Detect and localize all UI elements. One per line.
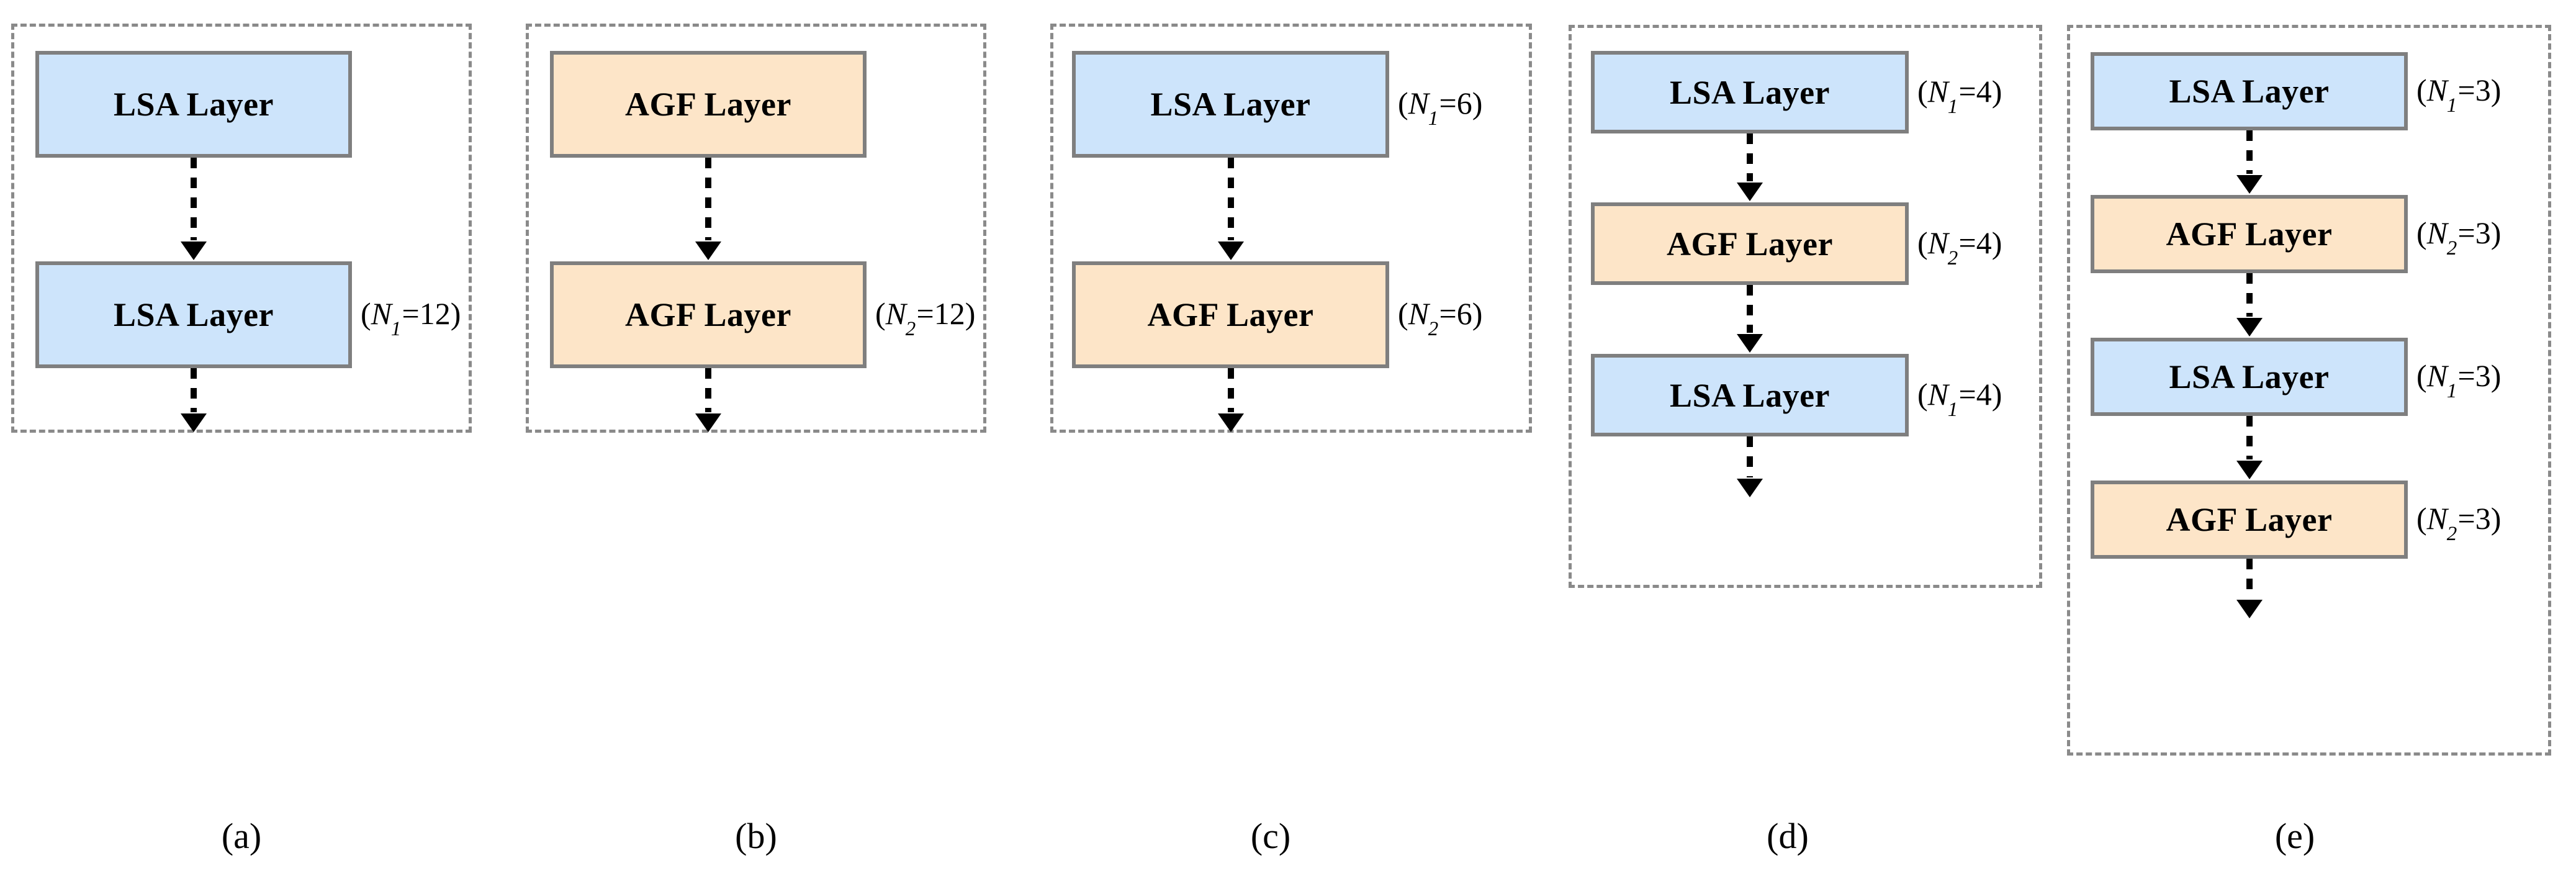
layer-box-label: AGF Layer <box>1667 225 1833 263</box>
layer-box-a-2-lsa[interactable]: LSA Layer <box>35 261 352 368</box>
count-label-d-2: (N2=4) <box>1917 225 2002 269</box>
layer-box-label: LSA Layer <box>113 86 274 123</box>
panel-caption-c: (c) <box>1250 816 1291 856</box>
panel-frame-a <box>11 24 472 433</box>
arrow-head-icon <box>2236 318 2263 336</box>
arrow-shaft <box>705 368 711 412</box>
count-label-e-4: (N2=3) <box>2416 501 2502 546</box>
arrow-shaft <box>191 158 197 240</box>
layer-box-e-2-agf[interactable]: AGF Layer <box>2091 195 2408 273</box>
arrow-shaft <box>2246 559 2253 598</box>
arrow-head-icon <box>1737 183 1763 201</box>
layer-box-e-4-agf[interactable]: AGF Layer <box>2091 481 2408 559</box>
layer-box-label: LSA Layer <box>1150 86 1311 123</box>
panel-frame-b <box>526 24 986 433</box>
arrow-shaft <box>1227 158 1234 240</box>
layer-box-label: AGF Layer <box>2166 501 2333 538</box>
layer-box-label: LSA Layer <box>1669 376 1831 414</box>
arrow-head-icon <box>2236 175 2263 194</box>
arrow-shaft <box>2246 416 2253 459</box>
arrow-shaft <box>2246 130 2253 174</box>
arrow-head-icon <box>1217 242 1244 260</box>
count-label-d-1: (N1=4) <box>1917 73 2002 118</box>
count-label-b-2: (N2=12) <box>875 296 976 341</box>
arrow-head-icon <box>1737 334 1763 353</box>
layer-box-a-1-lsa[interactable]: LSA Layer <box>35 51 352 158</box>
arrow-head-icon <box>1217 413 1244 432</box>
layer-box-e-3-lsa[interactable]: LSA Layer <box>2091 338 2408 416</box>
panel-caption-d: (d) <box>1767 816 1809 856</box>
layer-box-label: LSA Layer <box>1669 73 1831 111</box>
layer-box-label: AGF Layer <box>625 86 791 123</box>
arrow-head-icon <box>695 413 721 432</box>
panel-frame-d <box>1569 25 2042 588</box>
count-label-e-3: (N1=3) <box>2416 358 2502 403</box>
layer-box-c-1-lsa[interactable]: LSA Layer <box>1072 51 1389 158</box>
layer-box-label: LSA Layer <box>2169 358 2330 395</box>
count-label-e-1: (N1=3) <box>2416 73 2502 117</box>
panel-caption-b: (b) <box>735 816 777 856</box>
layer-box-b-2-agf[interactable]: AGF Layer <box>550 261 867 368</box>
arrow-shaft <box>1747 285 1753 333</box>
count-label-c-2: (N2=6) <box>1398 296 1483 341</box>
layer-box-label: AGF Layer <box>2166 215 2333 253</box>
layer-box-b-1-agf[interactable]: AGF Layer <box>550 51 867 158</box>
layer-box-label: AGF Layer <box>625 296 791 333</box>
arrow-shaft <box>1747 436 1753 477</box>
panel-frame-e <box>2067 25 2551 756</box>
count-label-c-1: (N1=6) <box>1398 86 1483 130</box>
arrow-head-icon <box>2236 600 2263 618</box>
layer-box-label: LSA Layer <box>2169 73 2330 110</box>
layer-box-d-1-lsa[interactable]: LSA Layer <box>1591 51 1909 133</box>
layer-box-label: AGF Layer <box>1147 296 1314 333</box>
arrow-shaft <box>2246 273 2253 317</box>
panel-frame-c <box>1050 24 1532 433</box>
layer-box-c-2-agf[interactable]: AGF Layer <box>1072 261 1389 368</box>
count-label-e-2: (N2=3) <box>2416 215 2502 260</box>
layer-box-label: LSA Layer <box>113 296 274 333</box>
arrow-shaft <box>1747 133 1753 181</box>
arrow-head-icon <box>181 413 207 432</box>
layer-box-e-1-lsa[interactable]: LSA Layer <box>2091 52 2408 130</box>
panel-caption-e: (e) <box>2274 816 2315 856</box>
arrow-head-icon <box>181 242 207 260</box>
panel-caption-a: (a) <box>221 816 262 856</box>
count-label-d-3: (N1=4) <box>1917 376 2002 421</box>
arrow-shaft <box>1227 368 1234 412</box>
arrow-shaft <box>705 158 711 240</box>
layer-box-d-2-agf[interactable]: AGF Layer <box>1591 202 1909 285</box>
layer-box-d-3-lsa[interactable]: LSA Layer <box>1591 354 1909 436</box>
arrow-head-icon <box>695 242 721 260</box>
arrow-head-icon <box>1737 479 1763 497</box>
arrow-head-icon <box>2236 461 2263 479</box>
arrow-shaft <box>191 368 197 412</box>
count-label-a-2: (N1=12) <box>361 296 461 341</box>
